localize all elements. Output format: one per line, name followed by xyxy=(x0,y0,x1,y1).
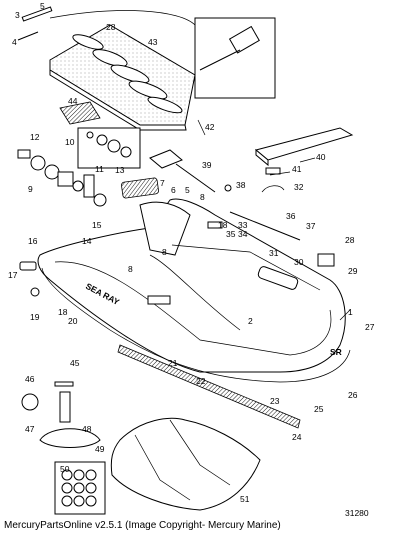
keel-strip xyxy=(117,344,301,429)
valve-kit-box xyxy=(77,127,141,169)
detail-inset-box xyxy=(49,10,276,99)
oar xyxy=(149,149,216,193)
callout-18-left: 18 xyxy=(58,307,68,317)
callout-15: 15 xyxy=(92,220,102,230)
pad-13 xyxy=(121,177,159,199)
callout-14: 14 xyxy=(82,236,92,246)
callout-33: 33 xyxy=(238,220,248,230)
callout-27: 27 xyxy=(365,322,375,332)
callout-26: 26 xyxy=(348,390,358,400)
callout-17: 17 xyxy=(8,270,18,280)
callout-8-top: 8 xyxy=(200,192,205,202)
callout-25: 25 xyxy=(314,404,324,414)
callout-43: 43 xyxy=(148,37,158,47)
pin-rod-4 xyxy=(17,31,39,41)
callout-32: 32 xyxy=(294,182,304,192)
callout-46: 46 xyxy=(25,374,35,384)
callout-36: 36 xyxy=(286,211,296,221)
ring-19 xyxy=(30,287,40,297)
callout-18-mid: 18 xyxy=(218,220,228,230)
bolt-38 xyxy=(224,184,232,192)
callout-38: 38 xyxy=(236,180,246,190)
callout-12: 12 xyxy=(30,132,40,142)
callout-45: 45 xyxy=(70,358,80,368)
callout-6: 6 xyxy=(171,185,176,195)
floor-board xyxy=(49,24,196,131)
callout-4: 4 xyxy=(12,37,17,47)
callout-37: 37 xyxy=(306,221,316,231)
callout-10: 10 xyxy=(65,137,75,147)
callout-labels: 3 5 4 28 43 44 42 10 12 9 11 13 39 40 41… xyxy=(8,1,375,518)
foot-pump xyxy=(21,381,101,448)
callout-16: 16 xyxy=(28,236,38,246)
leader-lines xyxy=(197,119,351,321)
callout-31: 31 xyxy=(269,248,279,258)
callout-50: 50 xyxy=(60,464,70,474)
motor-mount-28 xyxy=(317,253,335,267)
callout-28-right: 28 xyxy=(345,235,355,245)
callout-3: 3 xyxy=(15,10,20,20)
callout-49: 49 xyxy=(95,444,105,454)
pin-rod-3 xyxy=(21,6,53,22)
inflatable-hull: SEA RAY SR xyxy=(37,198,351,383)
seat-bench xyxy=(254,127,354,167)
callout-42: 42 xyxy=(205,122,215,132)
callout-48: 48 xyxy=(82,424,92,434)
callout-13: 13 xyxy=(115,165,125,175)
callout-11: 11 xyxy=(95,164,104,174)
rope-32 xyxy=(261,185,285,193)
callout-1: 1 xyxy=(348,307,353,317)
callout-2: 2 xyxy=(248,316,253,326)
callout-9: 9 xyxy=(28,184,33,194)
callout-19: 19 xyxy=(30,312,40,322)
thwart-rod xyxy=(229,211,301,241)
callout-47: 47 xyxy=(25,424,35,434)
carry-bag xyxy=(110,417,261,511)
figure-number: 31280 xyxy=(345,508,369,518)
small-part-41 xyxy=(265,167,281,175)
callout-5b: 5 xyxy=(185,185,190,195)
callout-41: 41 xyxy=(292,164,302,174)
callout-35: 35 xyxy=(226,229,236,239)
callout-51: 51 xyxy=(240,494,250,504)
callout-21: 21 xyxy=(168,358,178,368)
callout-5: 5 xyxy=(40,1,45,11)
callout-7: 7 xyxy=(160,178,165,188)
handle-17 xyxy=(19,261,37,271)
callout-28-top: 28 xyxy=(106,22,116,32)
callout-22: 22 xyxy=(196,376,206,386)
callout-30: 30 xyxy=(294,257,304,267)
callout-40: 40 xyxy=(316,152,326,162)
callout-44: 44 xyxy=(68,96,78,106)
callout-24: 24 xyxy=(292,432,302,442)
image-caption: MercuryPartsOnline v2.5.1 (Image Copyrig… xyxy=(4,520,281,531)
callout-8-mid: 8 xyxy=(162,247,167,257)
callout-34: 34 xyxy=(238,229,248,239)
strip-44 xyxy=(59,101,101,125)
valve-assembly xyxy=(17,149,107,207)
callout-23: 23 xyxy=(270,396,280,406)
callout-8-left: 8 xyxy=(128,264,133,274)
callout-29: 29 xyxy=(348,266,358,276)
hull-model-text: SR xyxy=(330,347,342,357)
callout-39: 39 xyxy=(202,160,212,170)
callout-20: 20 xyxy=(68,316,78,326)
repair-kit-box xyxy=(54,461,106,515)
